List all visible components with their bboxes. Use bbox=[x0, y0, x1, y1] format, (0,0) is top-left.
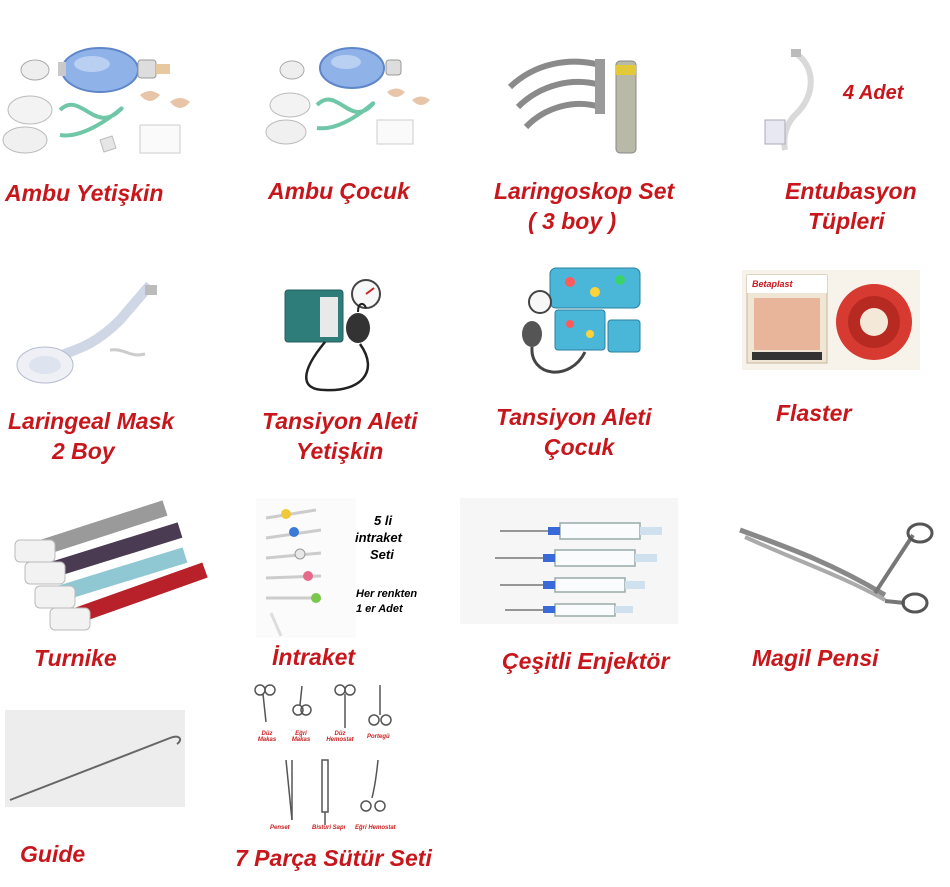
magill-forceps-image bbox=[735, 515, 935, 620]
intubation-note: 4 Adet bbox=[843, 82, 904, 104]
ambu-child-image bbox=[262, 40, 442, 155]
suture-part-7: Eğri Hemostat bbox=[355, 825, 396, 831]
suture-part-2: Eğri Makas bbox=[291, 731, 311, 743]
iv-note-4: Her renkten bbox=[356, 588, 418, 600]
bp-adult-label-1: Tansiyon Aleti bbox=[262, 408, 418, 434]
plaster-label: Flaster bbox=[776, 400, 852, 426]
iv-catheter-label: İntraket bbox=[272, 644, 356, 670]
intubation-label-2: Tüpleri bbox=[808, 208, 885, 234]
tourniquet-label: Turnike bbox=[34, 645, 117, 671]
suture-part-4: Portegü bbox=[367, 734, 390, 740]
ambu-child-label: Ambu Çocuk bbox=[268, 178, 410, 204]
suture-set-image bbox=[248, 680, 408, 835]
iv-note-2: intraket bbox=[355, 530, 402, 545]
suture-part-5: Penset bbox=[270, 825, 290, 831]
laryngoscope-label-2: ( 3 boy ) bbox=[528, 208, 617, 234]
iv-note-3: Seti bbox=[370, 547, 394, 562]
bp-adult-image bbox=[280, 272, 420, 397]
laryngeal-mask-image bbox=[10, 280, 160, 390]
intubation-label-1: Entubasyon bbox=[785, 178, 917, 204]
syringe-label: Çeşitli Enjektör bbox=[502, 648, 670, 674]
suture-part-6: Bisturi Sapı bbox=[312, 825, 346, 831]
laryngoscope-image bbox=[500, 45, 650, 160]
bp-child-label-2: Çocuk bbox=[544, 434, 615, 460]
tourniquet-image bbox=[5, 500, 215, 640]
suture-part-3: Düz Hemostat bbox=[326, 731, 354, 743]
magill-label: Magil Pensi bbox=[752, 645, 879, 671]
bp-child-label-1: Tansiyon Aleti bbox=[496, 404, 652, 430]
iv-catheter-image bbox=[256, 498, 356, 638]
ambu-adult-image bbox=[0, 40, 200, 165]
plaster-image bbox=[742, 270, 920, 370]
bp-adult-label-2: Yetişkin bbox=[296, 438, 384, 464]
iv-note-1: 5 li bbox=[374, 513, 393, 528]
laryngoscope-label-1: Laringoskop Set bbox=[494, 178, 675, 204]
guide-wire-image bbox=[5, 710, 185, 807]
syringe-image bbox=[460, 498, 678, 624]
intubation-tube-image bbox=[755, 45, 835, 160]
bp-child-image bbox=[510, 262, 650, 387]
ambu-adult-label: Ambu Yetişkin bbox=[5, 180, 164, 206]
plaster-brand: Betaplast bbox=[752, 279, 793, 289]
suture-part-1: Düz Makas bbox=[257, 731, 277, 743]
laryngeal-mask-label-1: Laringeal Mask bbox=[8, 408, 175, 434]
guide-label: Guide bbox=[20, 841, 86, 867]
suture-label: 7 Parça Sütür Seti bbox=[235, 845, 432, 871]
laryngeal-mask-label-2: 2 Boy bbox=[52, 438, 115, 464]
iv-note-5: 1 er Adet bbox=[356, 603, 403, 615]
